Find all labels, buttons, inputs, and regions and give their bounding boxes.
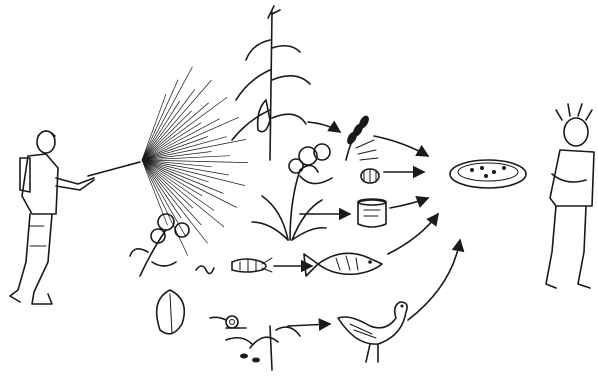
feed-grain-icon [226,326,300,370]
snail-icon [210,316,246,328]
grain-head-icon [345,114,378,160]
vegetables-icon [289,144,379,184]
arrow-chicken-to-plate [408,240,460,320]
pesticide-spray-icon [142,67,248,256]
maize-plant-icon [232,6,310,160]
fruit-branch-icon [130,214,189,276]
arrow-feed-to-chicken [288,324,330,326]
spray-line [142,103,209,160]
rice-plant-icon [252,165,326,240]
spray-line [142,80,178,160]
crustacean-icon [232,258,272,272]
sick-person-icon [546,104,594,288]
fish-icon [304,253,382,276]
arrow-grain-to-plate [374,136,428,156]
spray-line [142,160,188,256]
arrow-maize-to-grain [308,122,340,132]
spray-line [142,97,227,160]
leafy-greens-icon [157,290,185,334]
food-plate-icon [450,160,526,188]
chicken-icon [338,302,407,362]
arrow-bag-to-plate [390,198,428,208]
grain-bag-icon [358,199,386,227]
spray-line [142,160,186,236]
worm-icon [196,266,214,274]
spray-line [142,160,237,208]
spray-line [142,111,192,160]
spray-line [142,117,239,160]
spray-line [142,90,195,161]
spray-line [142,119,220,160]
arrow-fish-to-plate [388,214,438,254]
spray-line [142,67,192,160]
farmer-with-sprayer-icon [10,131,140,304]
